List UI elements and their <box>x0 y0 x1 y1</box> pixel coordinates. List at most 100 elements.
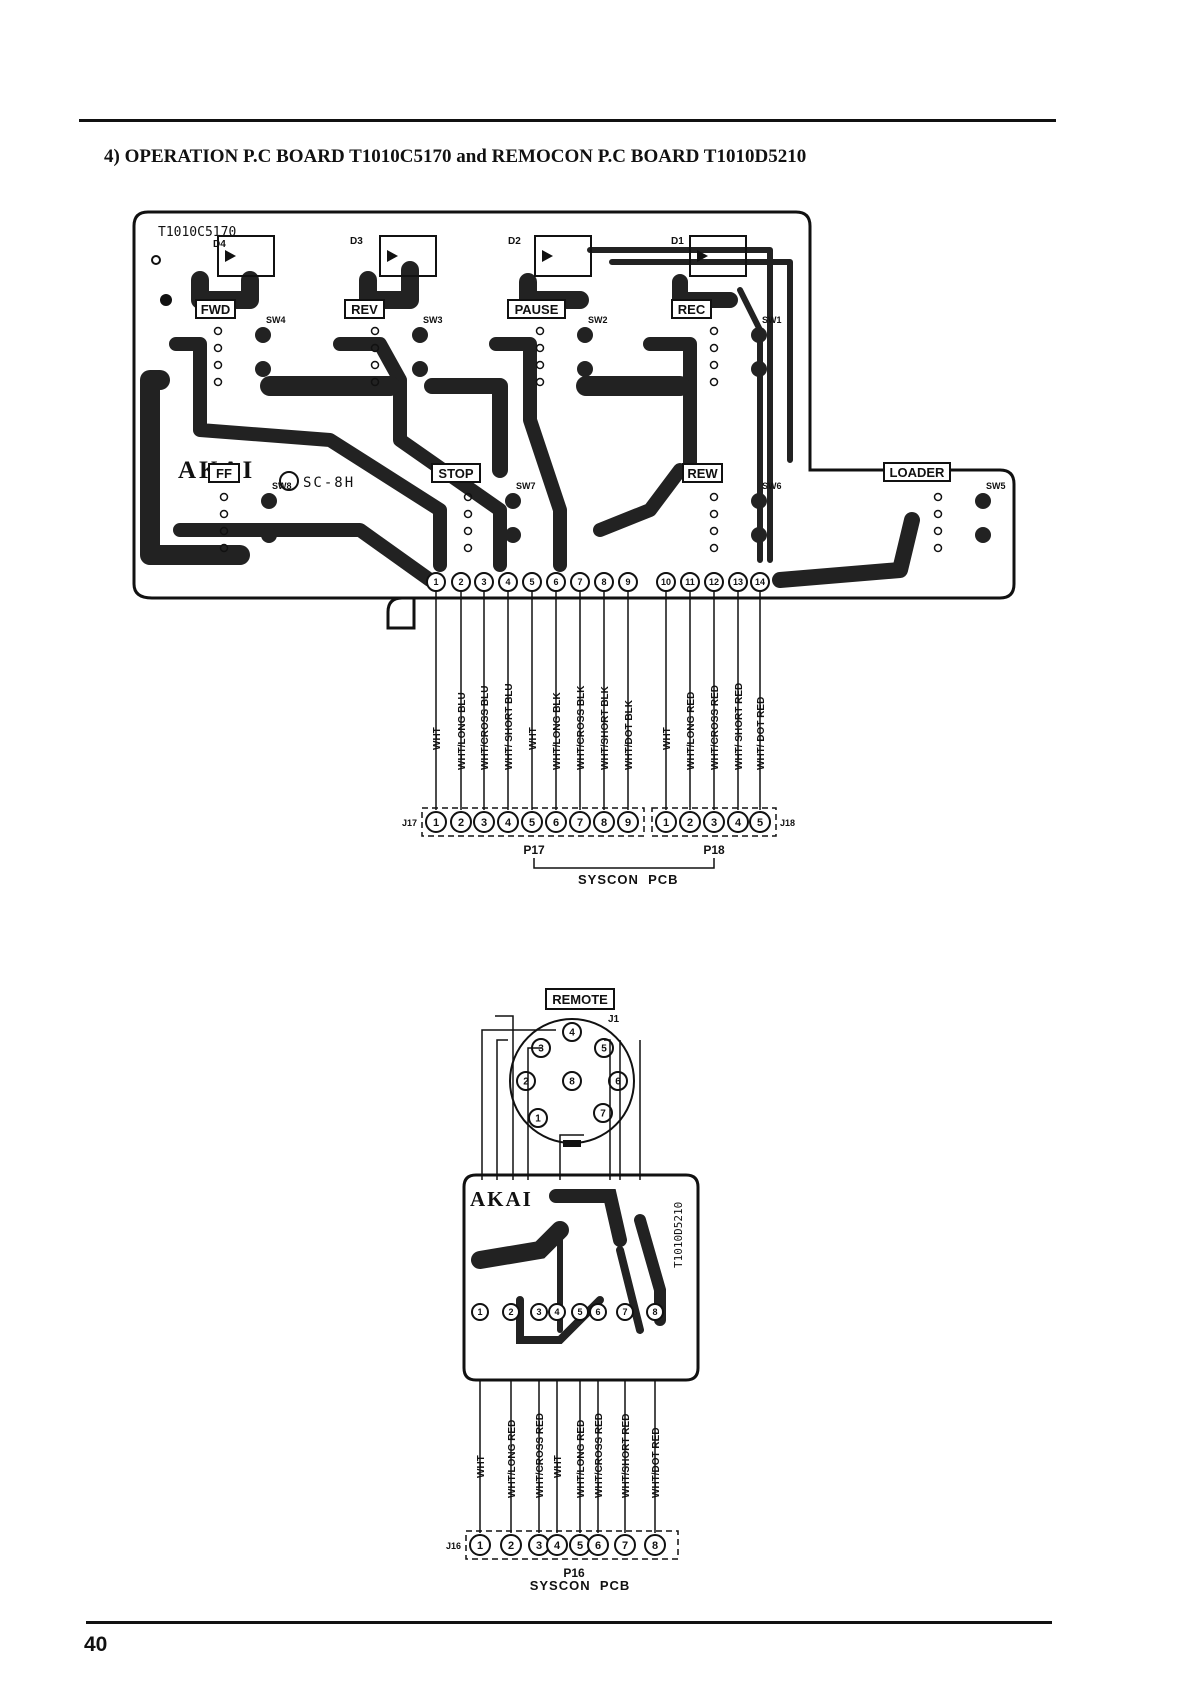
board-pad-3: 3 <box>481 577 486 587</box>
top-rule <box>79 119 1056 122</box>
remocon-pad-5: 5 <box>577 1307 582 1317</box>
button-ff-label: FF <box>216 466 232 481</box>
j17-pin-8: 8 <box>601 817 607 829</box>
j16-pin-3: 3 <box>536 1540 542 1552</box>
j17-pin-6-circle <box>545 811 567 833</box>
j17-pin-4-circle <box>497 811 519 833</box>
switch-pad <box>751 361 767 377</box>
j17-housing <box>421 807 645 837</box>
switch-contact <box>463 509 473 519</box>
switch-contact <box>370 326 380 336</box>
led-d4-label: D4 <box>213 239 226 250</box>
j16-pin-6-circle <box>587 1534 609 1556</box>
button-fwd-box <box>195 299 236 319</box>
board-pad-13: 13 <box>733 577 743 587</box>
button-loader-label: LOADER <box>890 465 946 480</box>
button-rev-box <box>344 299 385 319</box>
led-d3-outline <box>379 235 437 277</box>
j18-pin-4: 4 <box>735 817 742 829</box>
wire-color-label: WHT <box>662 727 673 750</box>
switch-contact <box>370 360 380 370</box>
switch-pad <box>751 327 767 343</box>
mounting-hole-icon <box>151 255 161 265</box>
wire-color-label: WHT/LONG RED <box>686 692 697 770</box>
board-pad-14: 14 <box>755 577 765 587</box>
switch-pad <box>577 361 593 377</box>
j17-plug-label: P17 <box>523 843 545 857</box>
button-ff-box <box>208 463 240 483</box>
board-pad-9: 9 <box>625 577 630 587</box>
button-fwd-label: FWD <box>201 302 231 317</box>
switch-contact <box>219 492 229 502</box>
j17-pin-7-circle <box>569 811 591 833</box>
j17-pin-1-circle <box>425 811 447 833</box>
j18-plug-label: P18 <box>703 843 725 857</box>
button-rew-box <box>682 463 723 483</box>
remocon-pad-4-circle <box>548 1303 566 1321</box>
button-pause-label: PAUSE <box>515 302 559 317</box>
switch-pad <box>751 527 767 543</box>
mounting-hole-icon <box>160 294 172 306</box>
switch-sw3-label: SW3 <box>423 315 443 325</box>
j16-housing <box>465 1530 679 1560</box>
remocon-wire-color-label: WHT/CROSS RED <box>594 1413 605 1498</box>
socket-wire <box>604 1039 611 1180</box>
switch-contact <box>535 377 545 387</box>
led-d4-diode-icon <box>225 250 236 262</box>
wire-color-label: WHT/SHORT BLK <box>600 685 611 770</box>
led-d2-outline <box>534 235 592 277</box>
socket-pin-6: 6 <box>615 1077 621 1088</box>
socket-pin-5-circle <box>594 1038 614 1058</box>
wire-color-label: WHT/CROSS BLU <box>480 686 491 770</box>
operation-board-part-code: T1010C5170 <box>158 225 236 240</box>
j17-pin-9-circle <box>617 811 639 833</box>
switch-contact <box>219 526 229 536</box>
board-pad-1: 1 <box>433 577 438 587</box>
operation-syscon-label: SYSCON PCB <box>578 872 679 887</box>
switch-contact <box>709 492 719 502</box>
j16-pin-8-circle <box>644 1534 666 1556</box>
remote-socket-label: REMOTE <box>552 992 608 1007</box>
j16-pin-2: 2 <box>508 1540 514 1552</box>
led-d3-diode-icon <box>387 250 398 262</box>
switch-sw4-label: SW4 <box>266 315 286 325</box>
switch-sw6-label: SW6 <box>762 481 782 491</box>
j18-pin-3-circle <box>703 811 725 833</box>
remocon-pad-5-circle <box>571 1303 589 1321</box>
bottom-rule <box>86 1621 1052 1624</box>
switch-contact <box>213 326 223 336</box>
j18-pin-4-circle <box>727 811 749 833</box>
switch-pad <box>261 527 277 543</box>
wire-color-label: WHT/ SHORT RED <box>734 683 745 770</box>
switch-contact <box>213 377 223 387</box>
button-loader-box <box>883 462 951 482</box>
socket-wire <box>527 1047 541 1180</box>
j16-plug-label: P16 <box>563 1566 585 1580</box>
j16-pin-4-circle <box>546 1534 568 1556</box>
j17-pin-6: 6 <box>553 817 559 829</box>
switch-sw2-label: SW2 <box>588 315 608 325</box>
remote-socket-label-box <box>545 988 615 1010</box>
operation-board: D4 D3 D2 D1 T1010C5170 AKAI SC-8H FWDSW4… <box>132 210 1016 887</box>
switch-pad <box>505 527 521 543</box>
switch-contact <box>213 360 223 370</box>
socket-pin-4-circle <box>562 1022 582 1042</box>
led-d2-label: D2 <box>508 236 521 247</box>
socket-wire <box>495 1015 514 1180</box>
remocon-pad-1: 1 <box>477 1307 482 1317</box>
syscon-bracket <box>533 858 715 869</box>
j16-pin-7-circle <box>614 1534 636 1556</box>
switch-contact <box>535 360 545 370</box>
wire-color-label: WHT/ DOT RED <box>756 697 767 770</box>
j18-pin-1-circle <box>655 811 677 833</box>
remocon-pad-6: 6 <box>595 1307 600 1317</box>
j18-pin-2: 2 <box>687 817 693 829</box>
j18-pin-3: 3 <box>711 817 717 829</box>
remocon-wire-color-label: WHT/SHORT RED <box>621 1414 632 1498</box>
switch-pad <box>412 361 428 377</box>
socket-wire <box>559 1134 584 1180</box>
